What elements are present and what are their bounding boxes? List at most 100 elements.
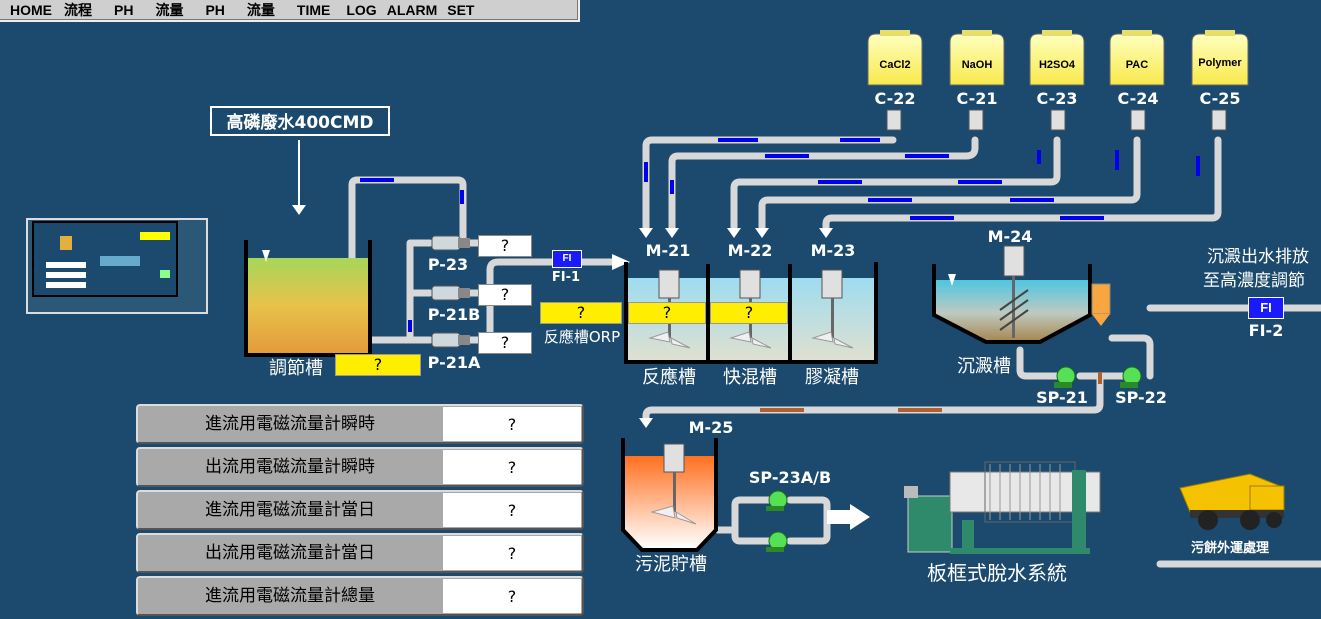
pump-p21b-readout: ?	[478, 284, 532, 306]
equalization-level-readout: ?	[335, 354, 421, 376]
flow-meter-label-fi2: FI-2	[1249, 321, 1284, 340]
flow-row-label: 進流用電磁流量計總量	[205, 586, 375, 606]
flow-row-label: 出流用電磁流量計瞬時	[205, 457, 375, 477]
pump-p23-readout: ?	[478, 235, 532, 257]
sludge-flow-markers	[760, 372, 1102, 412]
pump-label-p21b: P-21B	[428, 305, 481, 324]
tank-label-reaction: 反應槽	[642, 366, 696, 388]
flow-meter-fi2[interactable]: FI	[1248, 297, 1284, 319]
filter-press-label: 板框式脫水系統	[927, 561, 1067, 585]
sludge-tank	[621, 438, 718, 552]
flow-meter-table: 進流用電磁流量計瞬時 ? 出流用電磁流量計瞬時 ? 進流用電磁流量計當日 ? 出…	[136, 404, 584, 619]
scum-box	[1091, 283, 1111, 326]
outflow-note-line1: 沉澱出水排放	[1207, 247, 1309, 267]
pump-p23-icon[interactable]	[431, 235, 470, 251]
filter-press-icon[interactable]	[904, 461, 1101, 554]
reaction-ph-readout: ?	[628, 302, 706, 324]
dosing-pumps	[886, 109, 1227, 131]
menu-flow[interactable]: 流程	[64, 2, 92, 18]
flow-row-value: ?	[443, 450, 581, 484]
chemical-tank-c24-icon[interactable]	[1109, 30, 1165, 86]
chemical-tag-c23: H2SO4	[1039, 59, 1076, 71]
flow-row-label: 進流用電磁流量計瞬時	[205, 414, 375, 434]
tank-label-sedimentation: 沉澱槽	[957, 356, 1011, 377]
flow-meter-fi1[interactable]: FI	[552, 250, 582, 268]
mixer-label-m23: M-23	[811, 241, 856, 260]
sludge-pump-sp23b-icon[interactable]	[766, 531, 788, 552]
pump-label-p21a: P-21A	[428, 353, 481, 372]
chemical-label-c21: C-21	[956, 89, 997, 108]
mixer-label-m21: M-21	[646, 241, 691, 260]
orp-readout: ?	[540, 302, 622, 324]
chemical-tank-c23-icon[interactable]	[1029, 30, 1085, 86]
menu-ph-2[interactable]: PH	[205, 2, 225, 18]
pump-label-sp22: SP-22	[1115, 388, 1167, 407]
pump-label-p23: P-23	[428, 255, 468, 274]
table-row: 出流用電磁流量計瞬時 ?	[136, 447, 584, 487]
chemical-label-c23: C-23	[1036, 89, 1077, 108]
sludge-pump-sp21-icon[interactable]	[1054, 366, 1076, 388]
mixer-label-m25: M-25	[689, 418, 734, 437]
pump-p21a-icon[interactable]	[431, 332, 470, 348]
pump-label-sp21: SP-21	[1036, 388, 1088, 407]
flow-meter-label-fi1: FI-1	[552, 270, 580, 285]
flow-row-value: ?	[443, 407, 581, 441]
table-row: 進流用電磁流量計總量 ?	[136, 576, 584, 616]
orp-label: 反應槽ORP	[544, 328, 620, 346]
dosing-pump-c22-icon	[886, 109, 902, 131]
menu-time[interactable]: TIME	[296, 2, 331, 18]
chemical-tag-c24: PAC	[1126, 59, 1148, 71]
tank-label-sludge: 污泥貯槽	[635, 554, 707, 575]
dosing-pump-c21-icon	[968, 109, 984, 131]
chemical-tank-c21-icon[interactable]	[949, 30, 1005, 86]
menu-bar: HOME 流程 PH 流量 PH 流量 TIME LOG ALARM SET	[0, 0, 580, 22]
table-row: 出流用電磁流量計當日 ?	[136, 533, 584, 573]
chemical-tag-c25: Polymer	[1198, 57, 1242, 69]
flow-row-value: ?	[443, 493, 581, 527]
tank-label-equalization: 調節槽	[269, 358, 323, 379]
chemical-tag-c22: CaCl2	[879, 59, 910, 71]
chemical-label-c24: C-24	[1117, 89, 1158, 108]
arrows	[292, 140, 870, 530]
flow-row-label: 出流用電磁流量計當日	[205, 543, 375, 563]
chemical-tank-c22-icon[interactable]	[867, 30, 923, 86]
mixer-label-m22: M-22	[728, 241, 773, 260]
mixer-m24-icon[interactable]	[999, 245, 1029, 338]
menu-flowrate[interactable]: 流量	[155, 2, 184, 18]
chemical-tank-c25-icon[interactable]	[1191, 30, 1249, 86]
level-sensor-icon	[948, 274, 956, 286]
flow-markers	[276, 138, 1200, 342]
menu-log[interactable]: LOG	[346, 2, 377, 18]
table-row: 進流用電磁流量計當日 ?	[136, 490, 584, 530]
level-sensor-icon	[262, 250, 270, 262]
equalization-tank	[244, 240, 372, 357]
dosing-pump-c25-icon	[1211, 109, 1227, 131]
flow-row-value: ?	[443, 579, 581, 613]
mixer-m23-icon[interactable]	[811, 269, 854, 349]
chemical-label-c25: C-25	[1199, 89, 1240, 108]
flow-row-label: 進流用電磁流量計當日	[205, 500, 375, 520]
mixer-m25-icon[interactable]	[650, 443, 697, 525]
tank-label-fast-mix: 快混槽	[723, 367, 777, 388]
table-row: 進流用電磁流量計瞬時 ?	[136, 404, 584, 444]
overview-thumbnail[interactable]	[26, 218, 208, 314]
pump-label-sp23: SP-23A/B	[749, 468, 831, 487]
flow-row-value: ?	[443, 536, 581, 570]
outflow-note-line2: 至高濃度調節	[1203, 271, 1305, 291]
chemical-tag-c21: NaOH	[962, 59, 993, 71]
menu-ph[interactable]: PH	[114, 2, 134, 18]
menu-alarm[interactable]: ALARM	[386, 2, 438, 18]
menu-set[interactable]: SET	[447, 2, 475, 18]
tank-label-flocculation: 膠凝槽	[805, 367, 859, 388]
pipes	[268, 136, 1321, 568]
fast-mix-ph-readout: ?	[710, 302, 788, 324]
sludge-pump-sp23a-icon[interactable]	[766, 490, 788, 511]
source-label: 高磷廢水400CMD	[210, 106, 390, 136]
dosing-pump-c24-icon	[1130, 109, 1146, 131]
sludge-pump-sp22-icon[interactable]	[1120, 366, 1142, 388]
dosing-pump-c23-icon	[1050, 109, 1066, 131]
menu-flowrate-2[interactable]: 流量	[246, 2, 275, 18]
menu-home[interactable]: HOME	[10, 2, 52, 18]
pump-p21b-icon[interactable]	[431, 285, 470, 301]
dump-truck-icon[interactable]	[1179, 473, 1285, 530]
